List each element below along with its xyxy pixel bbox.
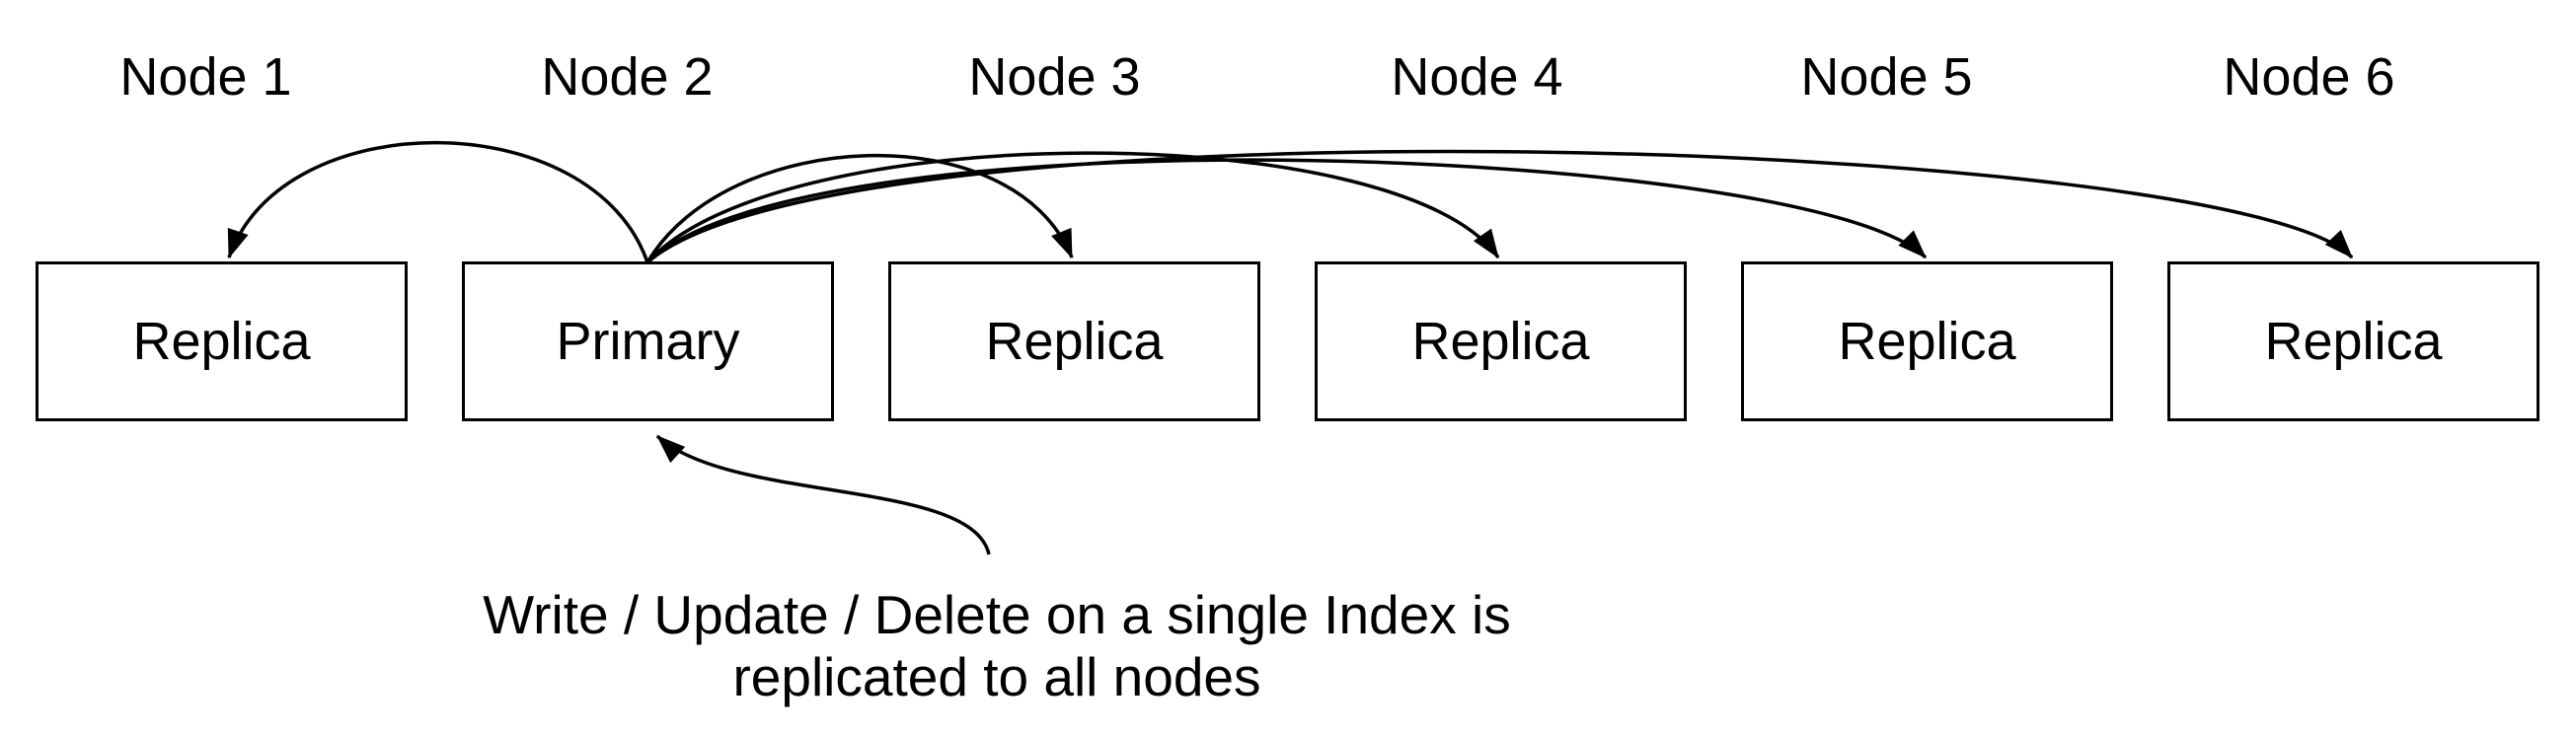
node-box-3-replica: Replica xyxy=(888,261,1260,421)
node-role-label: Primary xyxy=(556,312,740,371)
annotation-text: Write / Update / Delete on a single Inde… xyxy=(355,584,1638,708)
replication-arrow-to-node-4 xyxy=(645,151,1500,264)
node-role-label: Replica xyxy=(2264,312,2443,371)
node-role-label: Replica xyxy=(132,312,311,371)
node-label-2: Node 2 xyxy=(541,47,714,107)
node-box-2-primary: Primary xyxy=(462,261,834,421)
node-box-4-replica: Replica xyxy=(1315,261,1687,421)
replication-arrow-to-node-6 xyxy=(645,149,2354,264)
annotation-line-2: replicated to all nodes xyxy=(732,646,1261,707)
replication-arrow-to-node-5 xyxy=(645,158,1928,264)
node-label-1: Node 1 xyxy=(119,47,292,107)
annotation-line-1: Write / Update / Delete on a single Inde… xyxy=(483,584,1511,645)
node-box-5-replica: Replica xyxy=(1741,261,2113,421)
replication-arrow-to-node-3 xyxy=(645,153,1074,263)
node-box-1-replica: Replica xyxy=(36,261,408,421)
node-role-label: Replica xyxy=(1411,312,1590,371)
node-role-label: Replica xyxy=(985,312,1164,371)
node-role-label: Replica xyxy=(1838,312,2016,371)
replication-arrow-to-node-1 xyxy=(227,140,649,263)
node-label-6: Node 6 xyxy=(2223,47,2395,107)
node-box-6-replica: Replica xyxy=(2167,261,2539,421)
node-label-3: Node 3 xyxy=(968,47,1141,107)
node-label-4: Node 4 xyxy=(1391,47,1563,107)
node-label-5: Node 5 xyxy=(1800,47,1973,107)
annotation-arrow-to-primary xyxy=(655,434,991,555)
